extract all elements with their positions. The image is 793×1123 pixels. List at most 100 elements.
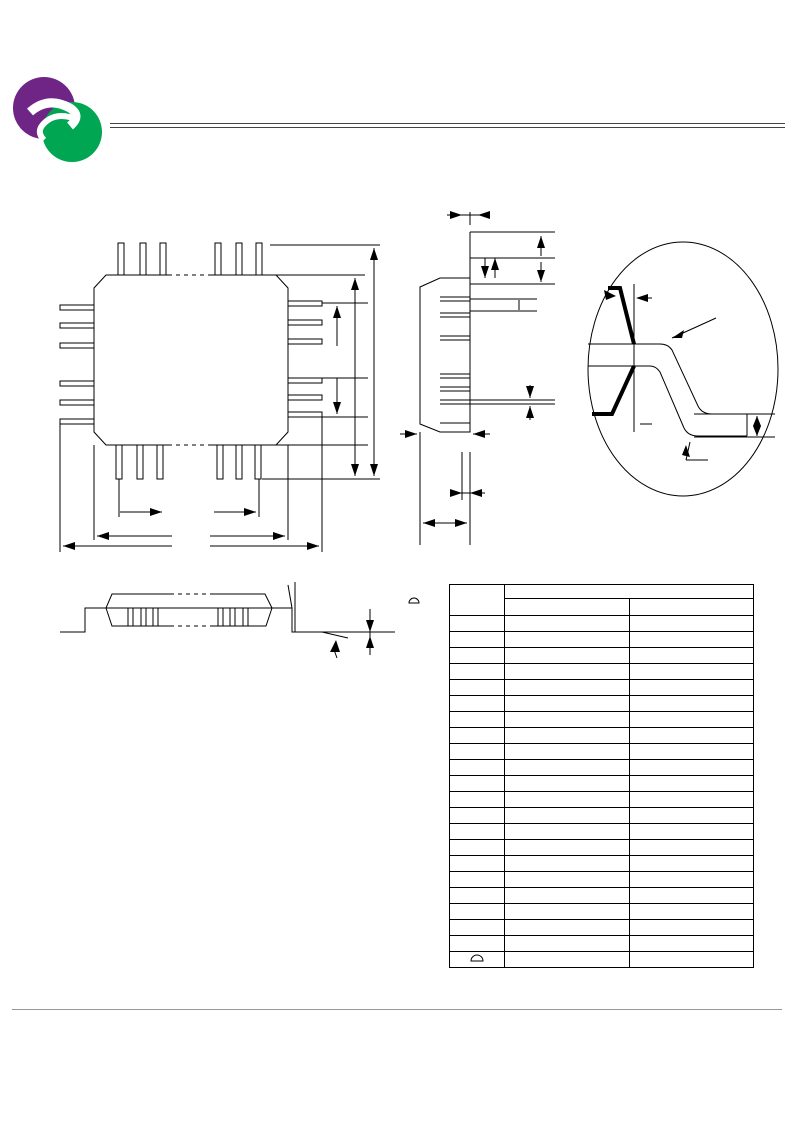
table-cell (504, 823, 630, 840)
end-view-inner (105, 582, 395, 659)
table-row (449, 855, 754, 872)
side-view-arrowheads (405, 211, 545, 527)
table-body (449, 615, 754, 968)
table-cell (504, 695, 630, 712)
lead-detail-thick-edges (592, 286, 636, 416)
table-cell (449, 903, 505, 920)
table-cell (449, 823, 505, 840)
table-cell (504, 615, 630, 632)
table-cell (504, 791, 630, 808)
table-cell (504, 711, 630, 728)
table-cell (629, 839, 754, 856)
end-view-break (174, 592, 210, 628)
datum-semicircle-symbol (408, 597, 420, 604)
table-row (449, 631, 754, 648)
table-cell (629, 791, 754, 808)
table-cell (629, 823, 754, 840)
header-rule (110, 123, 785, 129)
table-cell (449, 871, 505, 888)
table-cell (449, 695, 505, 712)
table-cell (629, 935, 754, 952)
table-cell (504, 855, 630, 872)
end-view-body (60, 593, 322, 633)
min-header-cell (504, 598, 630, 616)
millimeters-header-cell (504, 583, 754, 600)
table-cell (629, 615, 754, 632)
table-cell (449, 615, 505, 632)
table-cell (504, 775, 630, 792)
table-row (449, 887, 754, 904)
table-cell (629, 951, 754, 968)
table-row (449, 663, 754, 680)
table-row (449, 791, 754, 808)
table-cell (504, 743, 630, 760)
table-cell (504, 919, 630, 936)
footer-rule (12, 1009, 782, 1010)
table-cell (449, 679, 505, 696)
table-row (449, 823, 754, 840)
top-view-break-marks (172, 273, 210, 447)
table-row (449, 951, 754, 968)
table-cell (449, 727, 505, 744)
top-view-top-leads (117, 242, 263, 276)
table-cell (449, 839, 505, 856)
table-cell (504, 727, 630, 744)
table-cell (504, 903, 630, 920)
symbol-header-cell (449, 584, 505, 616)
table-row (449, 919, 754, 936)
table-cell (629, 647, 754, 664)
top-view-dimensions (59, 244, 380, 552)
side-view-leads (440, 296, 470, 424)
table-cell (504, 663, 630, 680)
table-cell (629, 807, 754, 824)
top-view-right-leads (287, 300, 323, 418)
table-cell (629, 727, 754, 744)
table-cell (449, 743, 505, 760)
table-cell (449, 951, 505, 968)
datum-semicircle-icon (470, 954, 484, 962)
table-cell (629, 695, 754, 712)
table-cell (629, 775, 754, 792)
table-cell (449, 855, 505, 872)
table-cell (449, 663, 505, 680)
table-cell (629, 663, 754, 680)
lead-detail-arrowheads (604, 290, 761, 457)
package-outline-drawing (59, 211, 779, 659)
table-cell (629, 903, 754, 920)
top-view-bottom-leads (115, 444, 262, 480)
table-row (449, 935, 754, 952)
table-cell (629, 855, 754, 872)
table-cell (629, 631, 754, 648)
side-view-dimensions (400, 212, 555, 545)
table-row (449, 807, 754, 824)
table-cell (449, 631, 505, 648)
table-cell (449, 759, 505, 776)
table-cell (504, 839, 630, 856)
table-row (449, 759, 754, 776)
table-row (449, 727, 754, 744)
table-cell (449, 791, 505, 808)
table-cell (449, 919, 505, 936)
table-cell (629, 759, 754, 776)
table-cell (629, 887, 754, 904)
table-row (449, 711, 754, 728)
table-cell (629, 711, 754, 728)
table-cell (449, 775, 505, 792)
end-view-arrowheads (330, 620, 374, 652)
lead-detail-profile (588, 284, 775, 461)
table-cell (504, 759, 630, 776)
table-row (449, 839, 754, 856)
company-logo (13, 77, 102, 162)
table-cell (629, 679, 754, 696)
table-row (449, 679, 754, 696)
table-cell (504, 935, 630, 952)
top-view-left-leads (59, 304, 95, 425)
table-row (449, 775, 754, 792)
table-cell (449, 887, 505, 904)
table-cell (449, 711, 505, 728)
dimension-table (449, 583, 754, 968)
table-cell (504, 807, 630, 824)
table-cell (504, 647, 630, 664)
table-row (449, 743, 754, 760)
table-row (449, 695, 754, 712)
